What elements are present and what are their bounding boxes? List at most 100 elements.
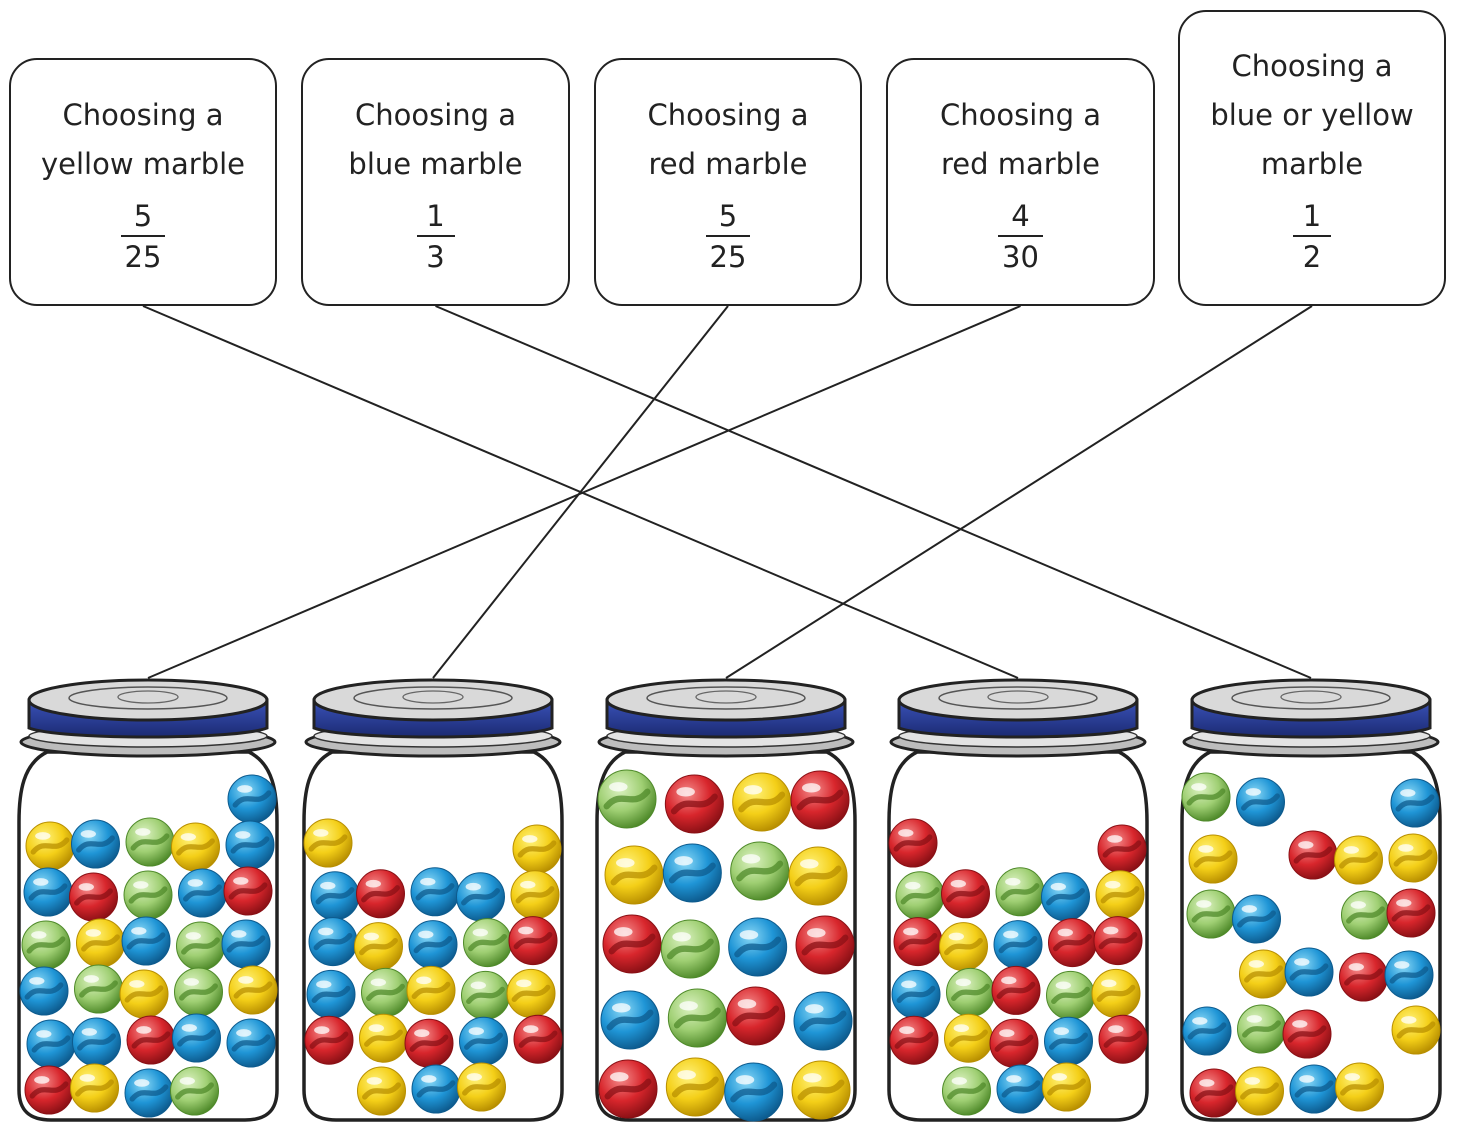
marble-swirl [124, 985, 164, 1003]
marble-swirl [1237, 910, 1276, 928]
marble [1095, 870, 1145, 920]
marble-swirl [1396, 1021, 1436, 1039]
marble-shine [238, 976, 254, 984]
marble-shine [1196, 900, 1212, 908]
marble-swirl [181, 937, 220, 955]
marble-swirl [996, 981, 1036, 1000]
fraction-denominator: 25 [124, 240, 162, 274]
marble-shine [679, 1001, 698, 1011]
marble [942, 1066, 991, 1116]
marble [510, 870, 560, 920]
marble [25, 821, 75, 871]
marble-shine [136, 1026, 152, 1034]
marble [1388, 833, 1438, 883]
marble-jar [595, 678, 857, 1122]
marble-swirl [951, 983, 990, 1002]
marble [125, 817, 175, 867]
marble [512, 824, 562, 874]
marble-shine [523, 1025, 539, 1033]
marble-shine [366, 1077, 382, 1085]
marble-swirl [673, 1007, 721, 1029]
marble-swirl [1103, 1030, 1143, 1048]
marble-shine [131, 927, 147, 935]
marble-shine [1108, 1025, 1124, 1033]
marble-shine [133, 881, 149, 889]
marble [126, 1015, 176, 1065]
marble [1339, 952, 1388, 1002]
marble [996, 1064, 1046, 1114]
marble-swirl [26, 936, 66, 954]
fraction-bar [120, 235, 166, 237]
marble-shine [1198, 845, 1214, 853]
marble-swirl [517, 840, 557, 858]
marble-shine [420, 877, 436, 886]
marble [941, 869, 990, 919]
marble-shine [950, 879, 966, 888]
lid-top-center [1280, 690, 1342, 704]
marble-shine [31, 931, 47, 939]
marble [795, 915, 855, 975]
marble [1282, 1009, 1332, 1059]
marble-shine [1191, 783, 1207, 791]
marble-shine [953, 1024, 969, 1032]
marble-swirl [515, 886, 555, 904]
marble [944, 1013, 993, 1063]
marble [597, 769, 657, 829]
marble [788, 846, 848, 906]
marble-swirl [75, 1079, 114, 1097]
marble-swirl [1344, 968, 1383, 986]
lid-top [27, 678, 269, 722]
marble-swirl [24, 982, 64, 1000]
marble-shine [237, 785, 253, 793]
marble-shine [465, 882, 481, 891]
marble-shine [1057, 928, 1073, 937]
connector-line [147, 305, 1021, 679]
marble-swirl [738, 791, 786, 813]
marble-shine [416, 976, 432, 985]
marble-swirl [801, 934, 849, 956]
marble-swirl [736, 860, 784, 882]
marble-shine [1101, 979, 1117, 988]
marble [21, 920, 71, 970]
marble [1335, 1062, 1384, 1112]
marble-swirl [413, 935, 453, 954]
marble-swirl [233, 981, 273, 999]
marble [23, 867, 73, 917]
marble [176, 921, 225, 971]
marble-shine [739, 930, 759, 940]
marble-swirl [1102, 840, 1142, 858]
marble [1098, 1014, 1148, 1064]
marble-shine [522, 835, 538, 843]
marble [119, 969, 169, 1019]
marble-swirl [603, 788, 651, 810]
marble [1334, 835, 1383, 885]
marble-shine [1241, 905, 1257, 913]
marble-shine [180, 833, 196, 841]
marble-swirl [409, 1034, 449, 1052]
marble-shine [898, 829, 914, 837]
marble-shine [35, 832, 51, 840]
marble-shine [129, 980, 145, 988]
lid-top-ring [938, 686, 1098, 710]
marble-swirl [1096, 984, 1136, 1003]
marble [1093, 916, 1143, 966]
marble-swirl [466, 986, 505, 1005]
marble [1044, 1016, 1093, 1066]
marble-swirl [1240, 1082, 1279, 1100]
fraction-bar [1293, 235, 1331, 237]
marble-swirl [126, 932, 166, 950]
marble-swirl [1244, 965, 1283, 983]
lid-top-center [117, 690, 179, 704]
marble [946, 967, 995, 1017]
marble-shine [365, 879, 381, 888]
marble-shine [674, 856, 693, 866]
marble [664, 774, 724, 834]
marble [225, 820, 275, 870]
marble-swirl [734, 936, 782, 958]
marble-swirl [796, 789, 844, 811]
marble [72, 1017, 121, 1067]
marble [1236, 777, 1285, 827]
